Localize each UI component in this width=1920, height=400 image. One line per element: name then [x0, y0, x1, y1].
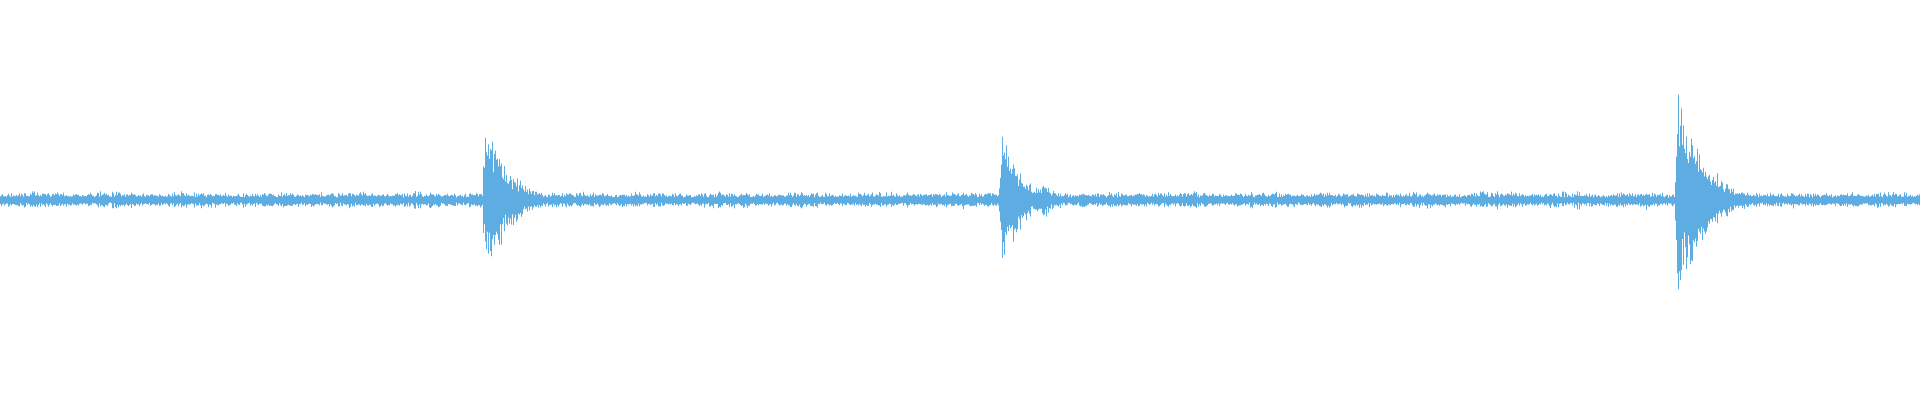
- waveform-samples: [0, 94, 1920, 290]
